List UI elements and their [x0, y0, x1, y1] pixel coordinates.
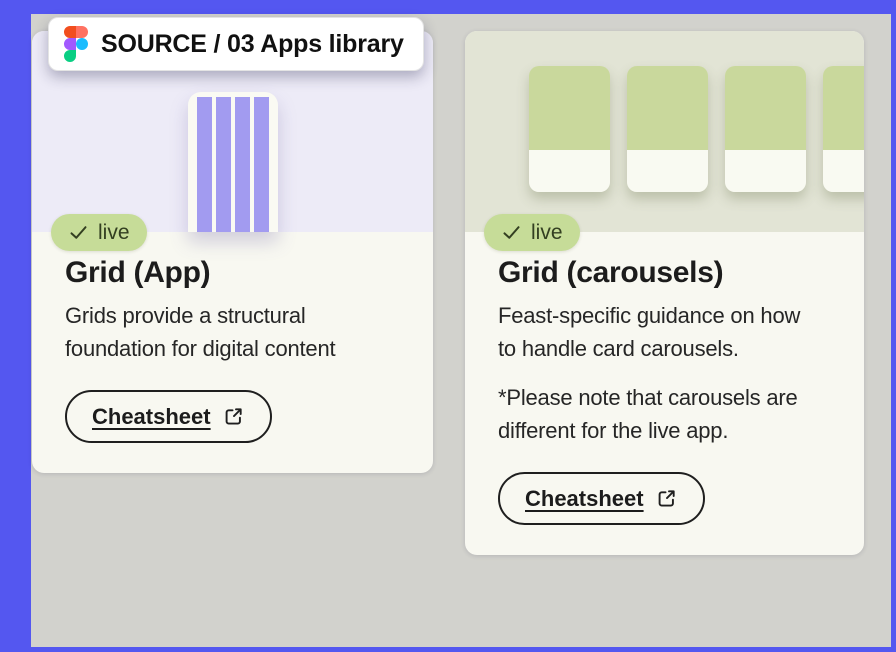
carousel-item-graphic [823, 66, 864, 192]
card-note: *Please note that carousels are differen… [498, 385, 798, 443]
check-icon [503, 226, 520, 239]
figma-logo-icon [64, 26, 88, 62]
cheatsheet-button[interactable]: Cheatsheet [65, 390, 272, 443]
figma-frame-label[interactable]: SOURCE / 03 Apps library [48, 17, 424, 71]
canvas-background: live Grid (App) Grids provide a structur… [31, 14, 891, 647]
figma-frame-label-text: SOURCE / 03 Apps library [101, 29, 404, 58]
status-badge-label: live [531, 220, 563, 244]
card-body: Grid (carousels) Feast-specific guidance… [465, 232, 864, 555]
status-badge-label: live [98, 220, 130, 244]
card-description: Feast-specific guidance on how to handle… [498, 303, 801, 361]
status-badge-live: live [484, 214, 580, 251]
grid-columns-graphic [188, 92, 278, 232]
card-title: Grid (carousels) [498, 256, 724, 289]
grid-column-bar [197, 97, 212, 232]
check-icon [70, 226, 87, 239]
card-title: Grid (App) [65, 256, 211, 289]
card-description: Grids provide a structural foundation fo… [65, 303, 336, 361]
carousel-preview [465, 31, 864, 232]
external-link-icon [225, 408, 242, 425]
grid-column-bar [254, 97, 269, 232]
cheatsheet-button[interactable]: Cheatsheet [498, 472, 705, 525]
card-grid-carousels[interactable]: live Grid (carousels) Feast-specific gui… [465, 31, 864, 555]
external-link-icon [658, 490, 675, 507]
carousel-item-graphic [627, 66, 708, 192]
carousel-item-graphic [725, 66, 806, 192]
status-badge-live: live [51, 214, 147, 251]
cheatsheet-button-label: Cheatsheet [92, 403, 211, 429]
grid-column-bar [235, 97, 250, 232]
grid-column-bar [216, 97, 231, 232]
card-body: Grid (App) Grids provide a structural fo… [32, 232, 433, 473]
carousel-item-graphic [529, 66, 610, 192]
card-grid-app[interactable]: live Grid (App) Grids provide a structur… [32, 31, 433, 473]
cheatsheet-button-label: Cheatsheet [525, 485, 644, 511]
